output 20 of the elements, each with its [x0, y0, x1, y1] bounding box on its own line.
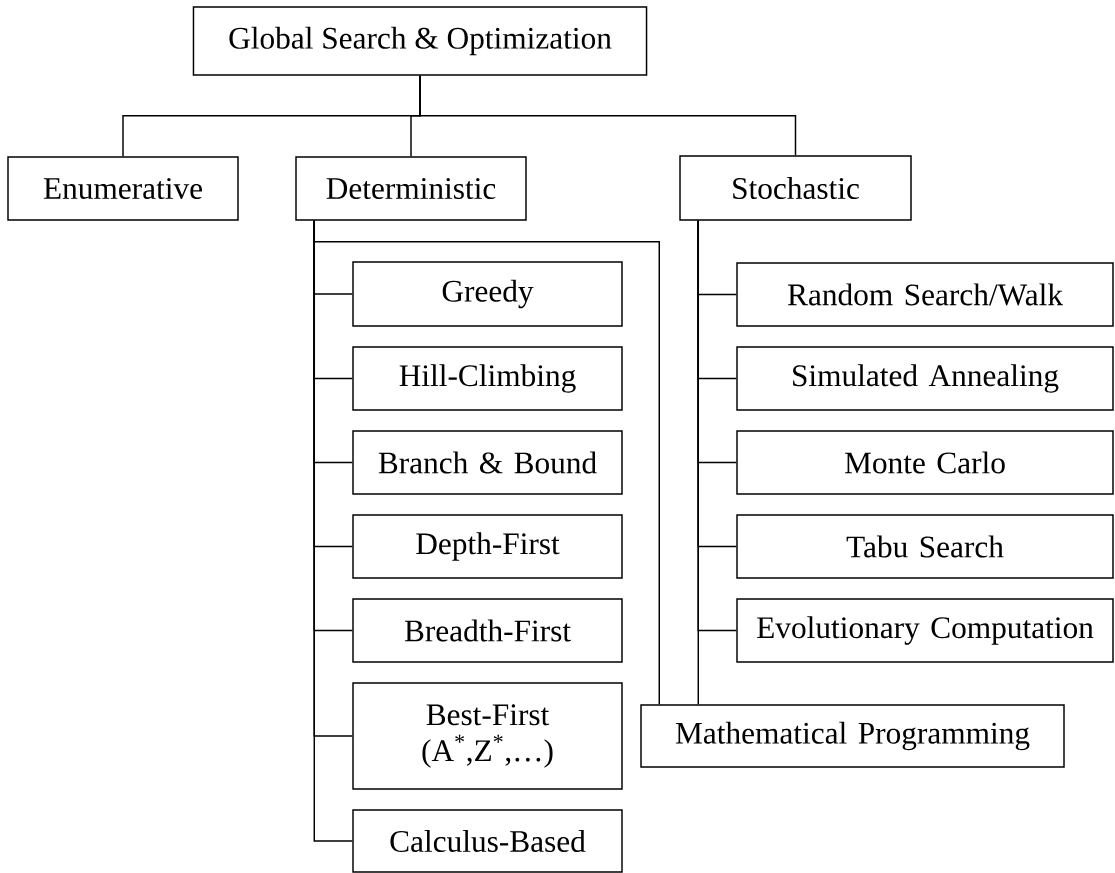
method-box: Simulated Annealing — [736, 346, 1114, 411]
method-box: Tabu Search — [736, 514, 1114, 579]
category-box: Deterministic — [295, 156, 527, 221]
method-box: Mathematical Programming — [640, 704, 1065, 768]
category-box: Enumerative — [7, 156, 239, 221]
connector — [313, 220, 660, 705]
method-box: Branch & Bound — [352, 430, 623, 495]
method-box: Hill-Climbing — [352, 346, 623, 411]
method-box: Best-First (A$^{*}$,Z$^{*}$,…) — [352, 682, 623, 790]
method-box: Monte Carlo — [736, 430, 1114, 495]
method-box: Evolutionary Computation — [736, 598, 1114, 663]
method-box: Breadth-First — [352, 598, 623, 663]
title-box: Global Search & Optimization — [192, 6, 648, 76]
connector — [419, 75, 797, 156]
method-box: Calculus-Based — [352, 809, 623, 873]
method-box: Random Search/Walk — [736, 262, 1114, 327]
method-box: Greedy — [352, 261, 623, 327]
category-box: Stochastic — [679, 155, 912, 221]
connector — [697, 220, 699, 705]
method-box: Depth-First — [352, 514, 623, 579]
